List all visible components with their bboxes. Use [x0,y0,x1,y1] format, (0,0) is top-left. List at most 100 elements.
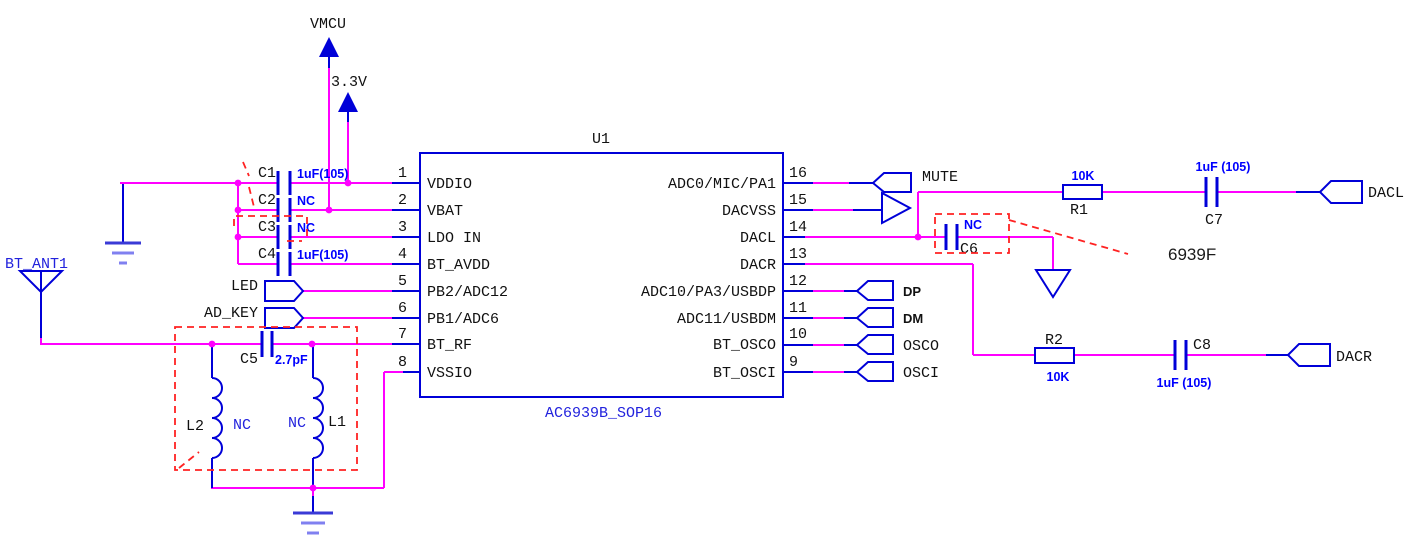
pin-number: 11 [789,300,807,317]
port-dacr[interactable]: DACR [1286,343,1372,367]
ground-c6-triangle[interactable] [1034,269,1072,299]
power-flag-vmcu[interactable]: VMCU [310,16,346,68]
resistor-ref: R1 [1070,202,1088,219]
junction [234,233,242,241]
pin-number: 6 [398,300,407,317]
pin-number: 16 [789,165,807,182]
cap-value: 1uF (105) [1157,376,1212,390]
cap-value: 1uF (105) [1196,160,1251,174]
port-dm[interactable]: DM [855,307,923,328]
cap-ref: C6 [960,241,978,258]
chip-body[interactable] [419,152,784,398]
pin-name: LDO IN [427,230,481,247]
cap-ref: C8 [1193,337,1211,354]
power-arrow-icon [338,92,358,112]
port-osco[interactable]: OSCO [855,334,939,355]
junction [325,206,333,214]
pin-number: 1 [398,165,407,182]
resistor-ref: R2 [1045,332,1063,349]
pin-number: 15 [789,192,807,209]
junction-dots [208,179,922,492]
port-mute[interactable]: MUTE [871,169,958,193]
resistor-r2[interactable]: R2 10K [1034,332,1075,384]
capacitor-c7[interactable]: 1uF (105) C7 [1196,160,1251,229]
port-icon [855,307,894,328]
annotations [174,161,1129,471]
capacitor-c2[interactable]: C2 NC [258,192,315,222]
port-label: DACR [1336,349,1372,366]
annotation-mark [242,161,250,177]
pin-number: 8 [398,354,407,371]
capacitor-c3[interactable]: C3 NC [258,219,315,249]
power-label: VMCU [310,16,346,33]
open-triangle-down-icon [1034,269,1072,299]
port-dacl[interactable]: DACL [1318,180,1404,204]
cap-ref: C2 [258,192,276,209]
inductor-l2[interactable]: L2 NC [186,377,251,459]
inductor-ref: L1 [328,414,346,431]
wire-leads [211,182,1320,488]
pin-name: VBAT [427,203,463,220]
pin-name: VSSIO [427,365,472,382]
pin-name: ADC0/MIC/PA1 [668,176,776,193]
power-flag-3v3[interactable]: 3.3V [331,74,367,122]
pin-name: VDDIO [427,176,472,193]
antenna-bt-ant1[interactable]: BT_ANT1 [5,256,68,338]
junction [234,206,242,214]
capacitor-c5[interactable]: C5 2.7pF [240,331,308,368]
capacitor-c4[interactable]: C4 1uF(105) [258,246,348,276]
cap-value: NC [297,221,315,235]
power-arrow-icon [319,37,339,57]
cap-value: 2.7pF [275,353,308,367]
port-osci[interactable]: OSCI [855,361,939,382]
pin-name: DACR [740,257,776,274]
ground-dacvss-triangle[interactable] [881,191,913,225]
junction [208,340,216,348]
open-triangle-right-icon [881,191,913,225]
annotation-box-c6 [934,213,1010,254]
port-label: MUTE [922,169,958,186]
ground-top-left[interactable] [105,184,141,265]
port-led[interactable]: LED [231,278,305,302]
inductor-value: NC [288,415,306,432]
cap-ref: C5 [240,351,258,368]
junction [308,340,316,348]
resistor-value: 10K [1072,169,1095,183]
inductor-coil [312,377,324,459]
pin-number: 3 [398,219,407,236]
pin-number: 14 [789,219,807,236]
pin-number: 7 [398,326,407,343]
inductor-l1[interactable]: NC L1 [288,377,346,459]
resistor-body [1034,347,1075,364]
resistor-r1[interactable]: 10K R1 [1062,169,1103,219]
capacitor-c1[interactable]: C1 1uF(105) [258,165,348,195]
port-label: AD_KEY [204,305,258,322]
pin-number: 4 [398,246,407,263]
pin-name: BT_AVDD [427,257,490,274]
capacitor-c8[interactable]: C8 1uF (105) [1157,337,1212,390]
port-ad-key[interactable]: AD_KEY [204,305,305,329]
power-label: 3.3V [331,74,367,91]
cap-ref: C4 [258,246,276,263]
pin-name: BT_OSCI [713,365,776,382]
inductor-value: NC [233,417,251,434]
wires [40,66,1296,498]
port-icon [871,172,912,193]
cap-value: NC [964,218,982,232]
ground-bottom[interactable] [293,496,333,535]
port-icon [855,334,894,355]
pin-number: 10 [789,326,807,343]
port-label: DP [903,284,921,299]
port-icon [264,307,305,329]
annotation-mark-c3 [233,215,308,241]
annotation-box-inductors [174,326,358,471]
annotation-diagonal [1008,219,1129,255]
port-label: DM [903,311,923,326]
junction [914,233,922,241]
antenna-label: BT_ANT1 [5,256,68,273]
chip-u1[interactable]: U1 AC6939B_SOP16 1 2 3 4 5 6 7 8 VDDIO V… [392,131,813,422]
resistor-body [1062,184,1103,200]
port-icon [1318,180,1363,204]
port-dp[interactable]: DP [855,280,921,301]
